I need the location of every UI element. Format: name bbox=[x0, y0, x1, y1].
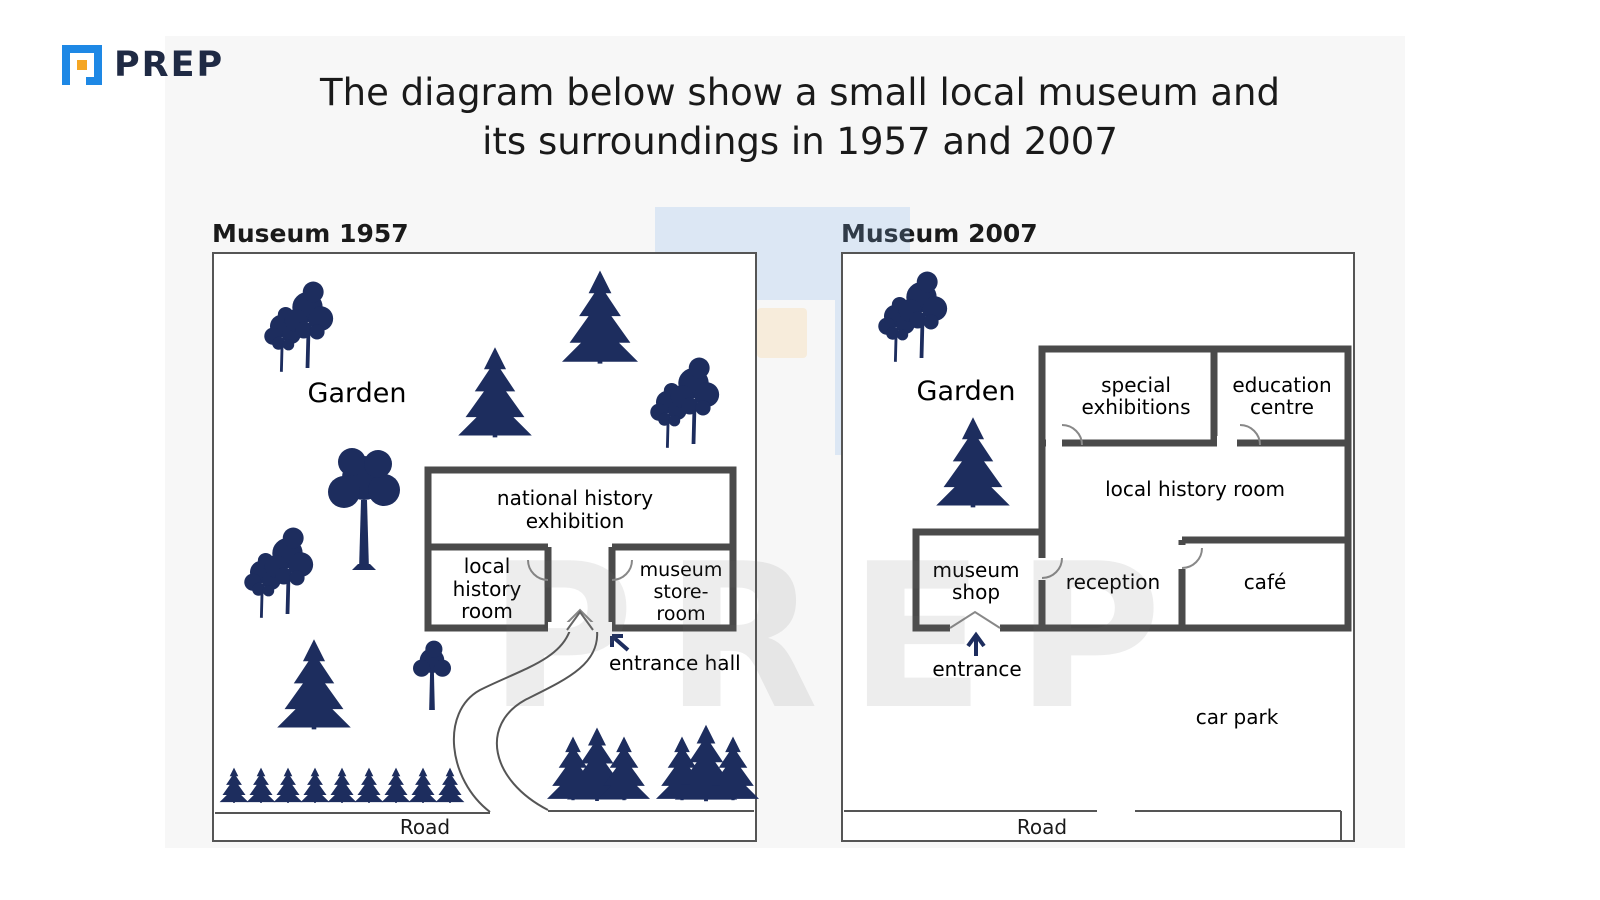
store-room-label-2: store- bbox=[654, 581, 709, 603]
entrance-hall-label: entrance hall bbox=[609, 651, 741, 675]
entrance-door-1957 bbox=[566, 610, 594, 631]
prep-logo-icon bbox=[62, 45, 102, 85]
map-2007-heading: Museum 2007 bbox=[841, 219, 1038, 248]
entrance-gap-1957 bbox=[548, 622, 612, 632]
road-1957-label: Road bbox=[400, 815, 450, 839]
museum-shop-label-1: museum bbox=[932, 558, 1019, 582]
cafe-label: café bbox=[1244, 570, 1287, 594]
door-gap-cafe bbox=[1175, 545, 1189, 569]
reception-label: reception bbox=[1066, 570, 1160, 594]
museum-shop-label-2: shop bbox=[952, 580, 1000, 604]
doors-2007 bbox=[949, 424, 1261, 629]
brand-logo[interactable]: PREP bbox=[58, 41, 224, 89]
map-1957-heading: Museum 1957 bbox=[212, 219, 409, 248]
entrance-2007-label: entrance bbox=[932, 657, 1021, 681]
door-gap-education bbox=[1217, 436, 1237, 450]
garden-1957-label: Garden bbox=[308, 378, 407, 409]
entrance-2007-arrow bbox=[966, 631, 986, 656]
education-centre-label-1: education bbox=[1232, 373, 1331, 397]
store-room-label-1: museum bbox=[640, 559, 723, 581]
road-2007-label: Road bbox=[1017, 815, 1067, 839]
local-history-1957-label-1: local bbox=[464, 554, 511, 578]
national-history-label-2: exhibition bbox=[526, 509, 625, 533]
entrance-gap-2007 bbox=[950, 621, 1000, 635]
special-exhibitions-label-1: special bbox=[1101, 373, 1171, 397]
brand-name: PREP bbox=[114, 44, 225, 85]
watermark-text: PREP bbox=[488, 521, 1192, 754]
entrance-hall-arrow bbox=[610, 634, 630, 652]
special-exhibitions-label-2: exhibitions bbox=[1081, 395, 1190, 419]
doors-1957 bbox=[527, 559, 633, 626]
page-title-line-2: its surroundings in 1957 and 2007 bbox=[482, 120, 1118, 163]
car-park-label: car park bbox=[1196, 705, 1279, 729]
local-history-2007-label: local history room bbox=[1105, 477, 1285, 501]
garden-2007-label: Garden bbox=[917, 376, 1016, 407]
page-title-line-1: The diagram below show a small local mus… bbox=[320, 71, 1280, 114]
education-centre-label-2: centre bbox=[1250, 395, 1314, 419]
store-room-label-3: room bbox=[656, 603, 705, 625]
path-1957 bbox=[452, 629, 599, 813]
door-gap-shop bbox=[1035, 558, 1049, 580]
national-history-label-1: national history bbox=[497, 486, 653, 510]
local-history-1957-label-3: room bbox=[461, 599, 513, 623]
local-history-1957-label-2: history bbox=[453, 577, 522, 601]
door-gap-special bbox=[1046, 436, 1062, 450]
